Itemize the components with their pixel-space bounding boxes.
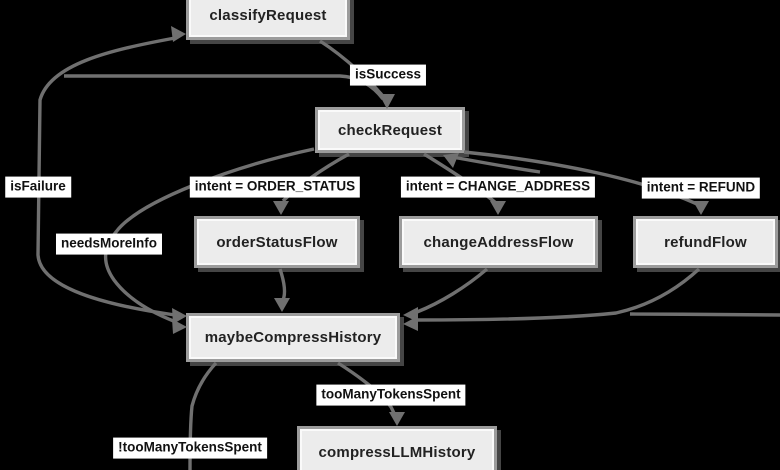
- arrowhead-into-compressLLMHistory: [389, 412, 405, 426]
- node-refundFlow: refundFlow: [633, 216, 778, 268]
- edge-label-intent-change-address: intent = CHANGE_ADDRESS: [400, 176, 596, 198]
- arrowhead-into-maybeCompressHistory-left-1: [172, 308, 187, 324]
- edge-label-tooManyTokensSpent: tooManyTokensSpent: [316, 384, 466, 406]
- arrowhead-into-maybeCompressHistory-left-2: [172, 319, 187, 334]
- node-changeAddressFlow: changeAddressFlow: [399, 216, 598, 268]
- edge-label-needsMoreInfo: needsMoreInfo: [55, 233, 163, 255]
- edge-into-checkRequest-bottom: [451, 155, 541, 174]
- arrowhead-into-maybeCompressHistory-right-2: [403, 316, 418, 331]
- edge-label-isSuccess: isSuccess: [349, 64, 427, 86]
- node-checkRequest: checkRequest: [315, 107, 465, 153]
- edge-label-isFailure: isFailure: [5, 176, 71, 198]
- edge-label-intent-refund: intent = REFUND: [641, 177, 761, 199]
- edge-orderStatusFlow-down: [278, 268, 287, 301]
- node-orderStatusFlow: orderStatusFlow: [194, 216, 360, 268]
- node-classifyRequest: classifyRequest: [186, 0, 350, 40]
- arrowhead-into-refundFlow: [693, 201, 709, 215]
- edge-label-notTooManyTokensSpent: !tooManyTokensSpent: [113, 437, 267, 459]
- arrowhead-into-checkRequest-top: [379, 94, 395, 109]
- node-compressLLMHistory: compressLLMHistory: [297, 426, 497, 470]
- arrowhead-into-orderStatusFlow: [273, 201, 289, 215]
- arrowhead-into-maybeCompressHistory-top: [274, 298, 290, 312]
- edge-loopback-left-horizontal: [64, 74, 385, 101]
- arrowhead-into-classifyRequest-left: [171, 26, 186, 42]
- edge-changeAddressFlow-down: [416, 267, 489, 314]
- arrowhead-into-changeAddressFlow: [490, 201, 506, 215]
- arrowhead-into-checkRequest-bottom: [443, 153, 459, 168]
- edge-refundFlow-down: [416, 267, 701, 322]
- node-maybeCompressHistory: maybeCompressHistory: [186, 313, 400, 362]
- edge-offscreen-right: [629, 312, 780, 317]
- edge-label-intent-order-status: intent = ORDER_STATUS: [189, 176, 361, 198]
